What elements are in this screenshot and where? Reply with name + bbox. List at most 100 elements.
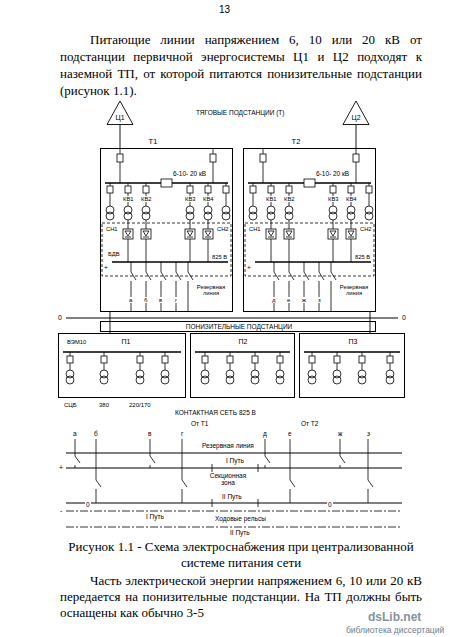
drawing-circle bbox=[308, 376, 316, 384]
drawing-circle bbox=[161, 376, 169, 384]
network-title: КОНТАКТНАЯ СЕТЬ 825 В bbox=[174, 410, 257, 417]
drawing-path bbox=[66, 453, 402, 503]
voltage-label: 825 В bbox=[354, 254, 371, 260]
body-paragraph: Часть электрической энергии напряжением … bbox=[60, 573, 422, 621]
feeder-label: КВ3 bbox=[184, 196, 196, 202]
bus-label: 0 bbox=[57, 314, 63, 321]
feeder-label: КВ2 bbox=[283, 196, 295, 202]
drawing-circle bbox=[226, 376, 234, 384]
source-triangle: Ц1 bbox=[106, 100, 134, 125]
feeder-label: КВ1 bbox=[122, 196, 134, 202]
drawing-use bbox=[102, 148, 231, 312]
line-letter: ж bbox=[301, 297, 307, 303]
title-label: ТЯГОВЫЕ ПОДСТАНЦИИ (Т) bbox=[195, 110, 285, 117]
line-letter: в bbox=[158, 297, 163, 303]
feed-label: От Т2 bbox=[300, 421, 319, 428]
polarity-sign: - bbox=[59, 507, 63, 514]
drawing-circle bbox=[201, 376, 209, 384]
feeder-connector bbox=[109, 312, 110, 333]
drawing-circle bbox=[358, 376, 366, 384]
feeder-label: КВ2 bbox=[140, 196, 152, 202]
drawing-path bbox=[75, 439, 345, 468]
drawing-circle bbox=[276, 376, 284, 384]
feeder-connector bbox=[120, 125, 121, 148]
drawing-path bbox=[70, 352, 390, 370]
transformer-label: СН2 bbox=[216, 226, 230, 232]
watermark: dsLib.net bbox=[367, 611, 422, 624]
substation-section: П2 bbox=[190, 333, 295, 398]
drawing-rect bbox=[252, 356, 258, 363]
rail-label: 0 bbox=[85, 502, 91, 509]
rail-label: 0 bbox=[327, 502, 333, 509]
line-letter: д bbox=[262, 431, 268, 438]
polarity-sign: + bbox=[58, 464, 64, 471]
node-label: Ц2 bbox=[351, 114, 360, 122]
triangle-outline bbox=[106, 100, 134, 125]
load-label: 380 bbox=[98, 402, 110, 408]
node-label: Т1 bbox=[149, 138, 158, 146]
drawing-rect bbox=[387, 356, 393, 363]
line-letter: з bbox=[366, 431, 371, 438]
line-label: Резервная линия bbox=[334, 284, 374, 296]
drawing-rect bbox=[309, 356, 315, 363]
substation-section: П3 bbox=[299, 333, 405, 398]
node-label: Ц1 bbox=[115, 114, 124, 122]
feeder-connector bbox=[370, 312, 371, 333]
watermark: библиотека диссертаций bbox=[345, 626, 445, 635]
drawing-rect bbox=[277, 356, 283, 363]
drawing-rect bbox=[137, 356, 143, 363]
line-letter: з bbox=[317, 297, 322, 303]
voltage-label: 825 В bbox=[211, 254, 228, 260]
feeder-label: КВ4 bbox=[345, 196, 357, 202]
line-letter: а bbox=[128, 297, 133, 303]
page-number: 13 bbox=[218, 5, 231, 16]
rail-label: Ходовые рельсы bbox=[214, 516, 267, 523]
drawing-rect bbox=[202, 356, 208, 363]
source-triangle: Ц2 bbox=[342, 100, 370, 125]
drawing-g bbox=[63, 318, 402, 527]
line-letter: а bbox=[72, 431, 78, 438]
track-label: II Путь bbox=[229, 530, 251, 537]
node-label: Т2 bbox=[292, 138, 301, 146]
figure-caption: Рисунок 1.1 - Схема электроснабжения при… bbox=[60, 539, 422, 571]
node-label: П3 bbox=[349, 338, 358, 346]
drawing-circle bbox=[100, 376, 108, 384]
feeder-label: КВ3 bbox=[327, 196, 339, 202]
line-label: Резервная линия bbox=[191, 284, 231, 296]
line-letter: б bbox=[93, 431, 99, 438]
line-label: Резервная линия bbox=[201, 443, 255, 450]
line-letter: е bbox=[286, 297, 291, 303]
transformer-label: СН2 bbox=[359, 226, 373, 232]
drawing-circle bbox=[66, 376, 74, 384]
drawing-rect bbox=[359, 356, 365, 363]
line-letter: г bbox=[174, 297, 178, 303]
drawing-path bbox=[96, 439, 373, 503]
zone-label: Секционная зона bbox=[205, 473, 251, 487]
line-letter: д bbox=[271, 297, 277, 303]
load-label: СЦБ bbox=[63, 402, 78, 408]
line-letter: е bbox=[287, 431, 293, 438]
substations-band: ПОНИЗИТЕЛЬНЫЕ ПОДСТАНЦИИ bbox=[100, 321, 376, 332]
drawing-rect bbox=[67, 356, 73, 363]
drawing-circle bbox=[136, 376, 144, 384]
polarity-sign: + bbox=[103, 265, 109, 272]
drawing-rect bbox=[227, 356, 233, 363]
line-letter: г bbox=[180, 431, 184, 438]
drawing-rect bbox=[101, 356, 107, 363]
feed-label: От Т1 bbox=[190, 421, 209, 428]
track-label: I Путь bbox=[225, 458, 245, 465]
track-label: I Путь bbox=[145, 514, 165, 521]
drawing-use bbox=[245, 148, 374, 312]
voltage-label: 6-10- 20 кВ bbox=[172, 171, 207, 178]
drawing-rect bbox=[334, 356, 340, 363]
line-letter: ж bbox=[337, 431, 343, 438]
body-paragraph: Питающие линии напряжением 6, 10 или 20 … bbox=[60, 31, 422, 99]
polarity-sign: + bbox=[246, 265, 252, 272]
transformer-label: СН1 bbox=[105, 226, 119, 232]
unit-label: БДВ bbox=[107, 251, 121, 257]
triangle-shape bbox=[107, 101, 133, 125]
triangle-shape bbox=[343, 101, 369, 125]
triangle-outline bbox=[342, 100, 370, 125]
node-label: П1 bbox=[122, 338, 131, 346]
